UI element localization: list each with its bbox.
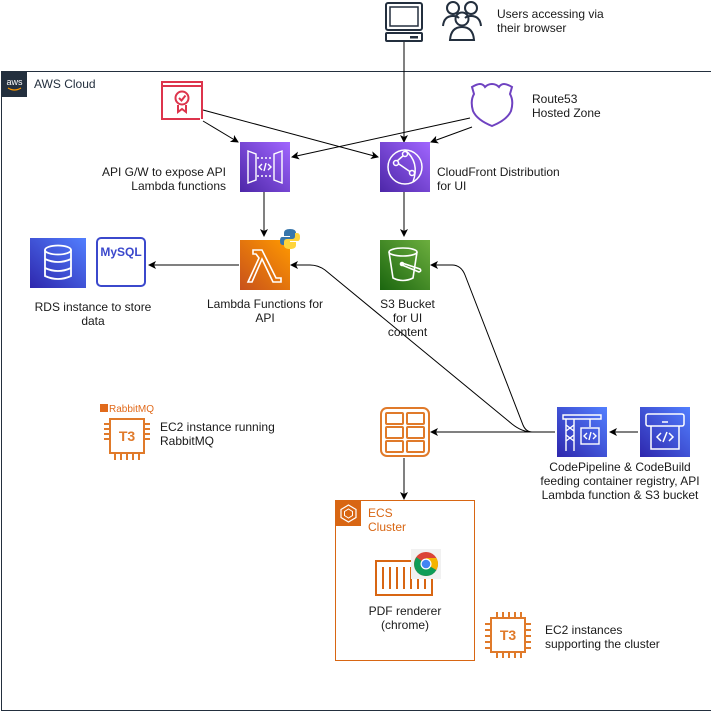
container-registry-icon[interactable]: [380, 407, 430, 457]
rabbitmq-logo-icon: [100, 404, 108, 412]
python-icon: [280, 229, 300, 249]
pdf-renderer-label: PDF renderer(chrome): [368, 604, 442, 632]
rds-database-icon[interactable]: [30, 238, 86, 288]
codepipeline-icon[interactable]: [557, 407, 607, 457]
mysql-icon: MySQL: [96, 237, 146, 287]
computer-icon: [385, 2, 423, 42]
svg-text:aws: aws: [6, 77, 23, 87]
aws-logo-icon: aws: [2, 72, 27, 97]
users-icon: [442, 1, 482, 41]
chrome-icon: [411, 549, 441, 579]
rabbitmq-logo: RabbitMQ: [100, 404, 154, 415]
cloudfront-icon[interactable]: [380, 142, 430, 192]
route53-hosted-zone-icon: [470, 82, 514, 128]
svg-text:T3: T3: [119, 428, 136, 444]
codebuild-icon[interactable]: [640, 407, 690, 457]
ec2-t3-cluster-instance-icon: T3: [485, 612, 531, 658]
certificate-manager-icon: [161, 81, 203, 120]
api-gateway-icon[interactable]: [240, 142, 290, 192]
aws-cloud-title: AWS Cloud: [34, 77, 96, 91]
ecs-icon: [336, 501, 361, 526]
s3-bucket-icon[interactable]: [380, 240, 430, 290]
ec2-t3-instance-icon: T3: [104, 418, 150, 460]
svg-text:T3: T3: [500, 627, 517, 643]
lambda-icon[interactable]: [240, 240, 290, 290]
